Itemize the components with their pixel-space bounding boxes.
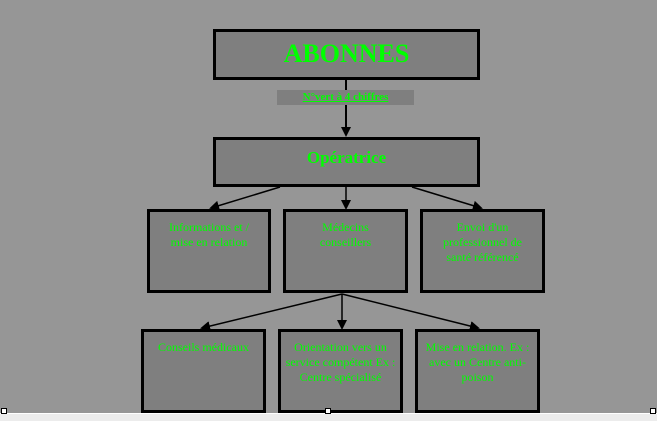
node-abonnes: ABONNES [213, 29, 480, 80]
node-conseils: Conseils médicaux [141, 329, 266, 413]
node-informations-text: Informations et / mise en relation [169, 220, 249, 249]
node-abonnes-text: ABONNES [283, 39, 410, 68]
node-orientation-text: Orientation vers un service compétent Ex… [285, 340, 396, 384]
node-informations: Informations et / mise en relation [147, 209, 271, 293]
resize-handle-left[interactable] [1, 408, 7, 414]
arrow-medecins-to-conseils [200, 293, 343, 331]
node-operatrice-text: Opératrice [306, 148, 387, 167]
node-operatrice: Opératrice [213, 137, 480, 187]
connector-label: N°vert à 4 chiffres [277, 90, 414, 105]
resize-handle-right[interactable] [650, 408, 656, 414]
node-envoi: Envoi d'un professionnel de santé référe… [420, 209, 545, 293]
arrow-operator-to-info [209, 186, 281, 211]
node-medecins-text: Médecins conseillers [319, 220, 372, 249]
node-orientation: Orientation vers un service compétent Ex… [278, 329, 403, 413]
node-medecins: Médecins conseillers [283, 209, 408, 293]
resize-handle-middle[interactable] [325, 408, 331, 414]
node-mise-en-relation-text: Mise en relation. Ex : avec un Centre an… [425, 340, 530, 384]
node-conseils-text: Conseils médicaux [158, 340, 249, 354]
arrow-medecins-to-mise [341, 293, 480, 331]
node-mise-en-relation: Mise en relation. Ex : avec un Centre an… [415, 329, 540, 413]
node-envoi-text: Envoi d'un professionnel de santé référe… [443, 220, 522, 264]
arrow-operator-to-envoi [411, 186, 483, 211]
